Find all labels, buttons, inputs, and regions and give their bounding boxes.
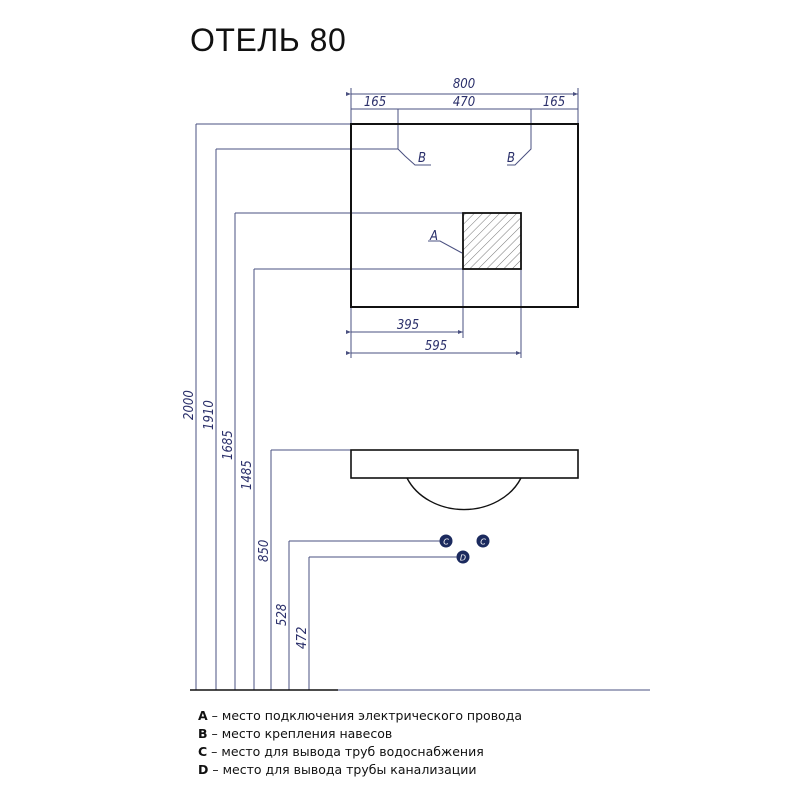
bowl-curve: [406, 477, 522, 511]
dim-label-472: 472: [295, 627, 310, 649]
dim-label-595: 595: [425, 339, 447, 354]
label-b-left: B: [418, 151, 426, 166]
dim-label-2000: 2000: [182, 390, 197, 420]
legend-item-d: D – место для вывода трубы канализации: [198, 762, 477, 777]
cabinet-front-outline: [350, 123, 579, 308]
svg-text:C: C: [480, 538, 486, 547]
leader-b-left: [397, 109, 431, 166]
washbasin-side-outline: [350, 449, 579, 479]
dim-label-800: 800: [453, 77, 475, 92]
socket-area-a: [462, 212, 522, 270]
legend-item-a: A – место подключения электрического про…: [198, 708, 523, 723]
dim-label-165-right: 165: [543, 95, 565, 110]
label-a: A: [429, 229, 438, 244]
legend-item-b: B – место крепления навесов: [198, 726, 393, 741]
legend: A – место подключения электрического про…: [198, 707, 522, 779]
marker-c-left: C: [439, 534, 453, 548]
dim-label-395: 395: [397, 318, 419, 333]
marker-c-right: C: [476, 534, 490, 548]
legend-item-c: C – место для вывода труб водоснабжения: [198, 744, 484, 759]
dim-label-528: 528: [275, 604, 290, 626]
dim-label-1685: 1685: [221, 430, 236, 460]
dim-label-165-left: 165: [364, 95, 386, 110]
leader-a: [428, 240, 463, 254]
label-b-right: B: [507, 151, 515, 166]
dim-label-1910: 1910: [202, 400, 217, 430]
dim-label-850: 850: [257, 540, 272, 562]
leader-b-right: [507, 109, 532, 166]
dim-label-1485: 1485: [240, 460, 255, 490]
product-title: ОТЕЛЬ 80: [190, 22, 347, 58]
marker-d: D: [456, 550, 470, 564]
svg-text:C: C: [443, 538, 449, 547]
svg-text:D: D: [460, 554, 466, 563]
dim-label-470: 470: [453, 95, 475, 110]
